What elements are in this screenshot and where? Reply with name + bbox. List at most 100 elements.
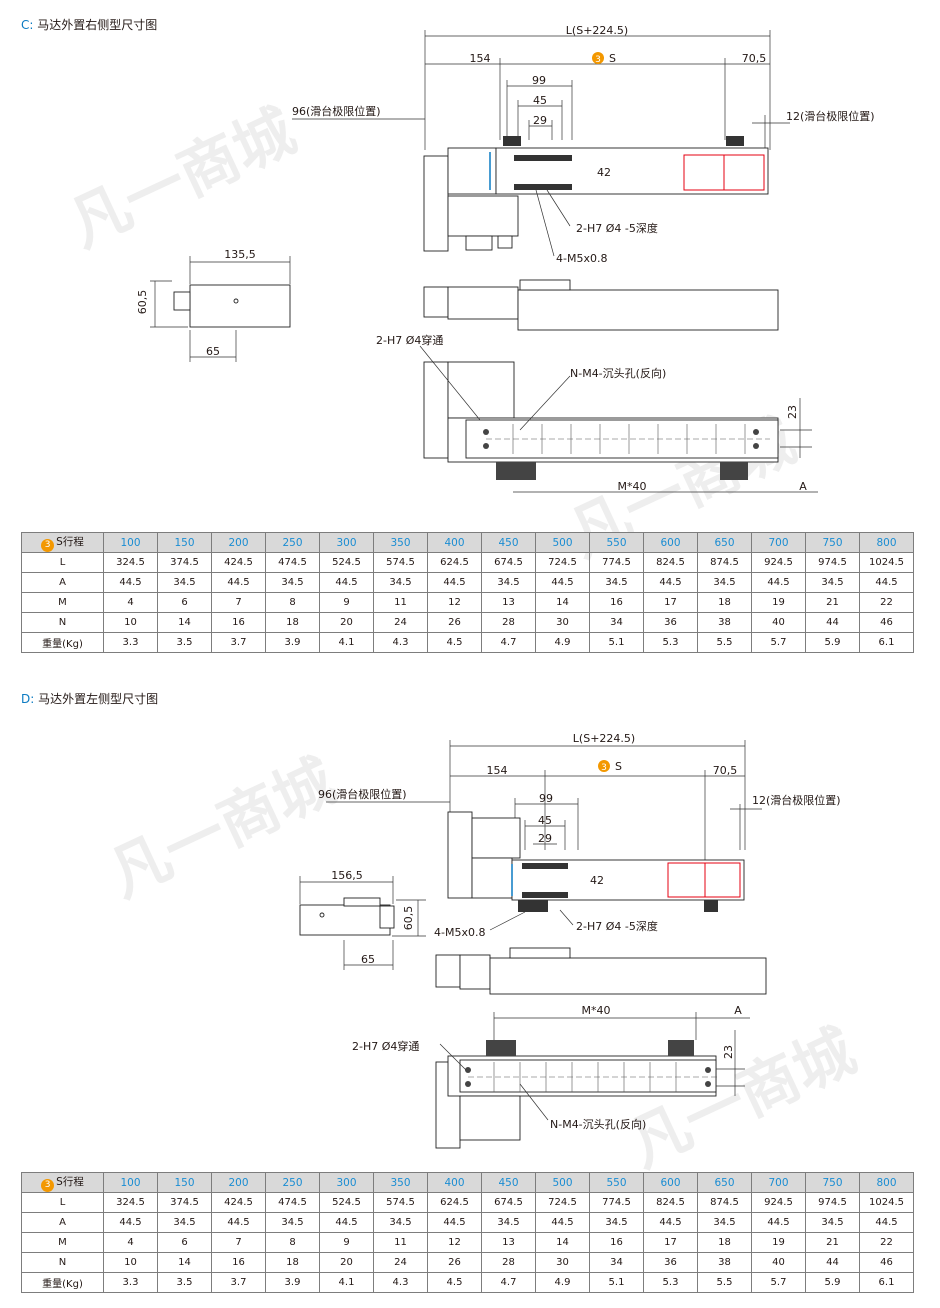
table-cell: 4.1 (319, 1272, 374, 1293)
table-cell: 874.5 (697, 552, 752, 573)
dim-right-limit: 12(滑台极限位置) (786, 109, 875, 123)
table-cell: 38 (697, 1252, 752, 1273)
table-cell: 44.5 (319, 1212, 374, 1233)
table-cell: 44.5 (427, 1212, 482, 1233)
table-cell: 374.5 (157, 1192, 212, 1213)
table-cell: 34.5 (481, 572, 536, 593)
table-cell: 11 (373, 1232, 428, 1253)
row-label: 重量(Kg) (21, 1272, 104, 1293)
stroke-cell: 150 (157, 1172, 212, 1193)
table-cell: 574.5 (373, 552, 428, 573)
dim-42: 42 (597, 166, 611, 179)
table-cell: 4 (103, 1232, 158, 1253)
table-cell: 18 (265, 1252, 320, 1273)
table-cell: 21 (805, 592, 860, 613)
stroke-cell: 750 (805, 532, 860, 553)
stroke-cell: 600 (643, 532, 698, 553)
table-cell: 36 (643, 612, 698, 633)
table-cell: 924.5 (751, 1192, 806, 1213)
table-cell: 16 (589, 1232, 644, 1253)
table-cell: 4 (103, 592, 158, 613)
stroke-cell: 350 (373, 532, 428, 553)
stroke-cell: 200 (211, 1172, 266, 1193)
table-cell: 974.5 (805, 1192, 860, 1213)
table-cell: 5.1 (589, 1272, 644, 1293)
table-cell: 22 (859, 1232, 914, 1253)
table-cell: 44.5 (535, 1212, 590, 1233)
table-cell: 4.5 (427, 632, 482, 653)
table-cell: 14 (535, 592, 590, 613)
row-label: A (21, 572, 104, 593)
table-cell: 17 (643, 1232, 698, 1253)
label-hole-depth: 2-H7 Ø4 -5深度 (576, 919, 658, 933)
table-cell: 44.5 (643, 1212, 698, 1233)
table-cell: 474.5 (265, 1192, 320, 1213)
table-cell: 34.5 (481, 1212, 536, 1233)
stroke-cell: 450 (481, 1172, 536, 1193)
table-cell: 4.7 (481, 1272, 536, 1293)
table-cell: 324.5 (103, 552, 158, 573)
table-cell: 5.7 (751, 1272, 806, 1293)
table-cell: 44.5 (427, 572, 482, 593)
section-title-text: 马达外置右侧型尺寸图 (37, 18, 158, 32)
table-cell: 44.5 (859, 572, 914, 593)
dim-width-side: 135,5 (224, 248, 256, 261)
table-cell: 16 (211, 1252, 266, 1273)
stroke-cell: 550 (589, 1172, 644, 1193)
table-cell: 28 (481, 1252, 536, 1273)
table-cell: 524.5 (319, 1192, 374, 1213)
stroke-cell: 400 (427, 1172, 482, 1193)
table-cell: 974.5 (805, 552, 860, 573)
table-cell: 19 (751, 1232, 806, 1253)
section-c-title: C: 马达外置右侧型尺寸图 (21, 18, 158, 32)
table-cell: 26 (427, 612, 482, 633)
table-cell: 34.5 (265, 1212, 320, 1233)
dim-stroke: S (609, 52, 616, 65)
table-cell: 574.5 (373, 1192, 428, 1213)
table-cell: 9 (319, 1232, 374, 1253)
table-cell: 7 (211, 592, 266, 613)
table-cell: 44.5 (103, 1212, 158, 1233)
table-cell: 3.5 (157, 632, 212, 653)
stroke-cell: 150 (157, 532, 212, 553)
row-label: A (21, 1212, 104, 1233)
row-label: L (21, 552, 104, 573)
table-cell: 6 (157, 1232, 212, 1253)
table-cell: 13 (481, 592, 536, 613)
table-cell: 924.5 (751, 552, 806, 573)
section-d-title: D: 马达外置左侧型尺寸图 (21, 692, 159, 706)
table-cell: 12 (427, 592, 482, 613)
table-cell: 18 (697, 592, 752, 613)
stroke-cell: 700 (751, 532, 806, 553)
dim-154: 154 (470, 52, 491, 65)
table-cell: 44 (805, 612, 860, 633)
table-cell: 44.5 (535, 572, 590, 593)
table-cell: 14 (157, 612, 212, 633)
table-cell: 46 (859, 1252, 914, 1273)
dim-70: 70,5 (742, 52, 767, 65)
dim-total-length: L(S+224.5) (573, 732, 635, 745)
table-cell: 17 (643, 592, 698, 613)
table-cell: 724.5 (535, 1192, 590, 1213)
table-cell: 44.5 (751, 572, 806, 593)
table-cell: 30 (535, 612, 590, 633)
stroke-cell: 700 (751, 1172, 806, 1193)
table-cell: 424.5 (211, 552, 266, 573)
drawing-left-side-motor: L(S+224.5) 154 3 S 70,5 99 45 29 42 96(滑… (0, 700, 940, 1170)
dim-99: 99 (539, 792, 553, 805)
table-cell: 16 (211, 612, 266, 633)
dim-a: A (799, 480, 807, 493)
table-cell: 40 (751, 1252, 806, 1273)
stroke-cell: 500 (535, 1172, 590, 1193)
table-cell: 12 (427, 1232, 482, 1253)
table-cell: 774.5 (589, 552, 644, 573)
table-cell: 624.5 (427, 552, 482, 573)
section-letter: D (21, 692, 31, 706)
table-cell: 4.7 (481, 632, 536, 653)
